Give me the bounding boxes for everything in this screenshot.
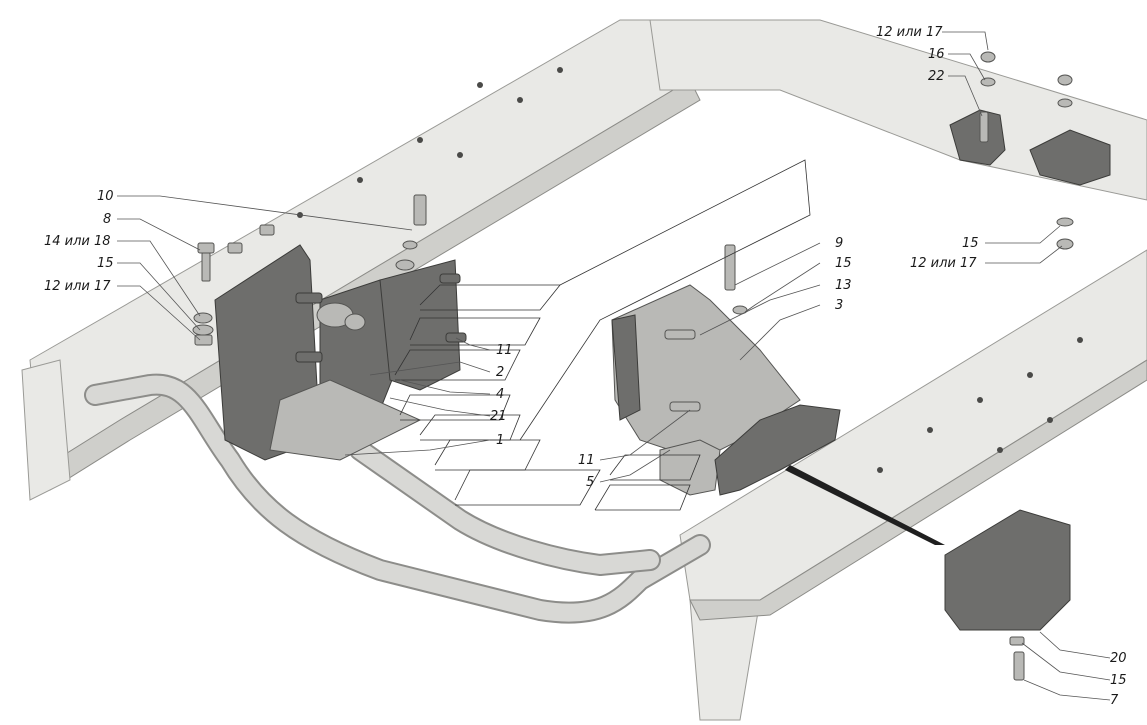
callout-3: 3	[835, 298, 843, 313]
callout-12-or-17-right: 12 или 17	[910, 256, 977, 271]
callout-15-right: 15	[962, 236, 979, 251]
callout-10: 10	[97, 189, 114, 204]
rubber-pad-20	[714, 404, 1071, 631]
callout-22: 22	[928, 69, 945, 84]
callout-15-bottom: 15	[1110, 673, 1127, 688]
callout-15-mid: 15	[835, 256, 852, 271]
callout-21: 21	[490, 409, 507, 424]
callout-12-or-17-top: 12 или 17	[876, 25, 943, 40]
callout-20: 20	[1110, 651, 1127, 666]
top-right-mount	[949, 51, 1111, 250]
callout-4: 4	[496, 387, 504, 402]
left-bracket-assembly	[214, 244, 467, 461]
tube-part	[84, 373, 711, 624]
callout-2: 2	[496, 365, 504, 380]
callout-5: 5	[586, 475, 594, 490]
callout-11-a: 11	[496, 343, 513, 358]
bolt-7	[1009, 636, 1025, 681]
top-crossmember	[649, 19, 1147, 201]
callout-14-or-18: 14 или 18	[44, 234, 111, 249]
right-frame-rail	[679, 249, 1147, 721]
bolt-8	[192, 224, 275, 346]
callout-12-or-17-left: 12 или 17	[44, 279, 111, 294]
callout-11-b: 11	[578, 453, 595, 468]
callout-1: 1	[496, 433, 504, 448]
callout-16: 16	[928, 47, 945, 62]
callout-labels: 12 или 17 16 22 10 8 14 или 18 15 12 или…	[44, 25, 1127, 708]
bolt-10	[395, 194, 427, 271]
callout-15-left: 15	[97, 256, 114, 271]
callout-7: 7	[1110, 693, 1119, 708]
callout-9: 9	[835, 236, 843, 251]
callout-13: 13	[835, 278, 852, 293]
callout-8: 8	[103, 212, 111, 227]
leader-lines	[117, 31, 1111, 701]
